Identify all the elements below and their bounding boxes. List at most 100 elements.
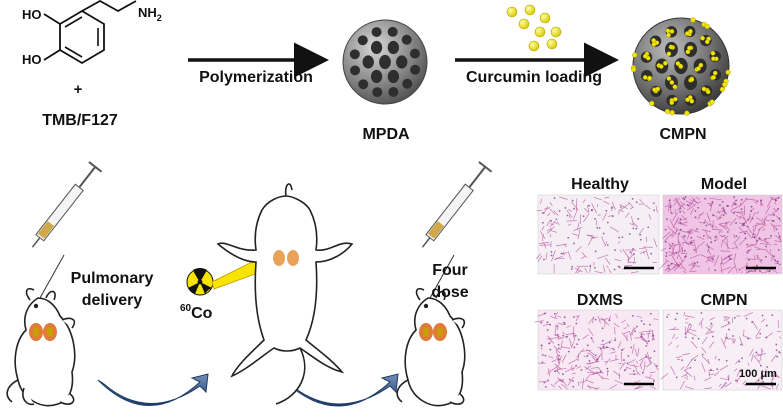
tissue-nucleus [777,207,779,210]
curcumin-dot [664,108,671,115]
tissue-fiber [549,221,556,227]
tissue-nucleus [606,221,609,224]
tissue-nucleus [679,218,682,221]
tissue-nucleus [684,256,686,259]
tissue-fiber [548,355,554,359]
tissue-fiber [738,226,746,235]
curved-arrow-2 [285,373,399,407]
tissue-fiber [643,361,646,367]
tissue-nucleus [664,228,667,231]
tissue-nucleus [710,322,713,325]
tissue-fiber [619,203,628,210]
tissue-fiber [706,248,710,253]
tissue-fiber [755,337,761,339]
tissue-nucleus [546,329,549,331]
tissue-nucleus [733,316,736,319]
tissue-fiber [671,231,674,237]
tissue-nucleus [735,379,737,382]
tissue-nucleus [764,255,767,258]
tissue-fiber [704,229,708,237]
tissue-fiber [594,270,603,274]
tissue-nucleus [712,214,715,217]
tissue-fiber [705,326,713,335]
curcumin-dot [684,110,690,116]
tissue-fiber [723,316,730,318]
tissue-fiber [764,268,773,274]
histology-panels: Healthy Model DXMS CMPN 100 μm [534,176,783,391]
tissue-fiber [586,348,595,356]
tissue-fiber [576,365,582,369]
curcumin-dot [690,17,696,23]
tissue-fiber [667,242,672,246]
tissue-nucleus [623,359,625,361]
tissue-nucleus [562,373,564,375]
tissue-fiber [584,207,589,213]
tissue-fiber [550,366,557,372]
mpda-nanoparticle [342,19,428,105]
tissue-fiber [705,326,714,333]
tissue-fiber [602,264,606,273]
tissue-fiber [755,353,767,357]
pore [358,79,369,90]
tissue-fiber [689,207,695,215]
tissue-fiber [642,365,646,374]
tissue-fiber [689,328,696,332]
tissue-nucleus [643,323,645,325]
tissue-fiber [558,385,562,390]
tissue-nucleus [742,224,745,227]
tissue-fiber [568,209,573,212]
tissue-fiber [755,211,760,215]
tissue-nucleus [670,262,673,265]
tissue-fiber [567,223,572,226]
tissue-nucleus [751,321,754,324]
tissue-fiber [668,251,680,257]
tissue-fiber [642,250,645,255]
tissue-nucleus [576,343,579,345]
tissue-fiber [568,358,578,365]
curved-arrow-1 [97,373,209,406]
tissue-fiber [733,253,737,262]
tissue-fiber [755,233,757,245]
tissue-fiber [549,208,556,215]
histology-label-dxms: DXMS [577,292,624,309]
tissue-fiber [675,337,679,339]
curcumin-dot [647,75,653,81]
tissue-nucleus [725,222,728,225]
tissue-nucleus [711,225,714,227]
tissue-fiber [604,358,611,365]
tissue-fiber [634,348,638,357]
tissue-fiber [686,330,697,337]
tissue-fiber [756,352,761,357]
tissue-nucleus [612,348,615,351]
tissue-nucleus [701,353,704,356]
cmpn-nanoparticle [630,17,731,116]
tissue-fiber [561,354,567,363]
tissue-fiber [745,270,752,274]
tissue-fiber [557,378,564,383]
tissue-fiber [560,346,571,349]
tissue-fiber [573,208,578,220]
tissue-nucleus [570,268,573,270]
histology-label-healthy: Healthy [571,176,629,193]
tissue-fiber [622,248,630,259]
tissue-nucleus [694,359,696,362]
tissue-nucleus [740,198,743,201]
tissue-fiber [561,378,567,387]
tissue-fiber [581,378,585,390]
tissue-fiber [615,313,618,319]
tissue-fiber [709,198,722,200]
tissue-fiber [618,363,625,365]
tissue-fiber [599,318,609,321]
tissue-fiber [653,318,659,320]
tissue-fiber [695,196,700,200]
tissue-nucleus [775,349,778,352]
tissue-fiber [746,243,757,248]
curcumin-molecules [506,4,562,52]
tissue-fiber [638,247,647,249]
tissue-fiber [759,243,772,245]
tissue-fiber [714,225,718,229]
tissue-fiber [554,363,563,370]
tissue-nucleus [557,347,560,350]
tissue-fiber [747,227,753,234]
tissue-fiber [553,210,559,216]
